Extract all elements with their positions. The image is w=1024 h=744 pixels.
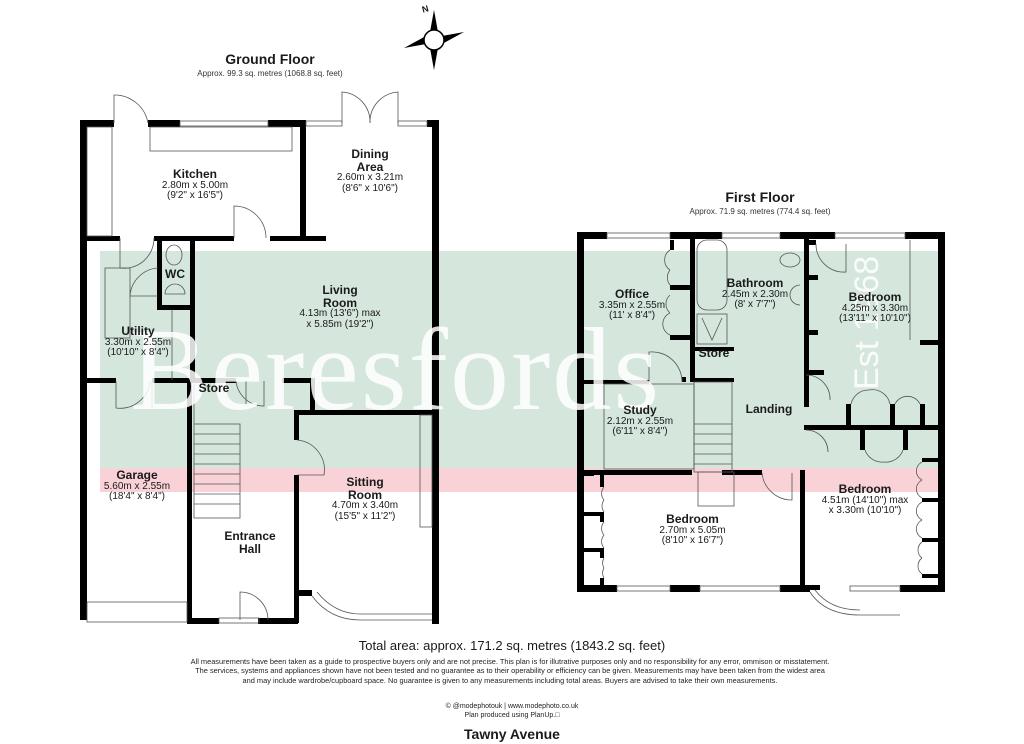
- room-kitchen: Kitchen 2.80m x 5.00m (9'2" x 16'5"): [161, 167, 229, 202]
- room-living: Living Room 4.13m (13'6") max x 5.85m (1…: [299, 283, 381, 330]
- watermark-brand: Beresfords: [130, 304, 662, 435]
- total-area: Total area: approx. 171.2 sq. metres (18…: [358, 638, 666, 653]
- room-garage: Garage 5.60m x 2.55m (18'4" x 8'4"): [103, 468, 171, 503]
- room-store-first: Store: [698, 346, 730, 360]
- room-bathroom: Bathroom 2.45m x 2.30m (8' x 7'7"): [721, 276, 789, 311]
- first-floor-area: Approx. 71.9 sq. metres (774.4 sq. feet): [689, 207, 831, 216]
- room-sitting: Sitting Room 4.70m x 3.40m (15'5" x 11'2…: [331, 475, 399, 522]
- watermark-band-green: [100, 251, 944, 468]
- room-bedroom-2: Bedroom 2.70m x 5.05m (8'10" x 16'7"): [659, 512, 726, 547]
- property-address: Tawny Avenue: [464, 726, 560, 742]
- room-bedroom-3: Bedroom 4.51m (14'10") max x 3.30m (10'1…: [821, 482, 909, 517]
- room-study: Study 2.12m x 2.55m (6'11" x 8'4"): [606, 403, 674, 438]
- compass-north-icon: [404, 10, 464, 70]
- credit-line-2: Plan produced using PlanUp.□: [464, 712, 560, 719]
- first-floor-title: First Floor: [725, 189, 795, 205]
- ground-floor-area: Approx. 99.3 sq. metres (1068.8 sq. feet…: [197, 69, 343, 78]
- room-store: Store: [198, 381, 230, 395]
- room-office: Office 3.35m x 2.55m (11' x 8'4"): [598, 287, 666, 322]
- room-dining-area: Dining Area 2.60m x 3.21m (8'6" x 10'6"): [336, 147, 404, 194]
- room-wc: WC: [165, 267, 185, 281]
- disclaimer: All measurements have been taken as a gu…: [190, 657, 830, 685]
- credit-line-1: © @modephotouk | www.modephoto.co.uk: [445, 703, 579, 710]
- room-bedroom-1: Bedroom 4.25m x 3.30m (13'11" x 10'10"): [839, 290, 911, 325]
- room-landing: Landing: [745, 402, 793, 416]
- ground-floor-title: Ground Floor: [225, 51, 315, 67]
- room-utility: Utility 3.30m x 2.55m (10'10" x 8'4"): [104, 324, 172, 359]
- room-entrance-hall: Entrance Hall: [224, 529, 276, 556]
